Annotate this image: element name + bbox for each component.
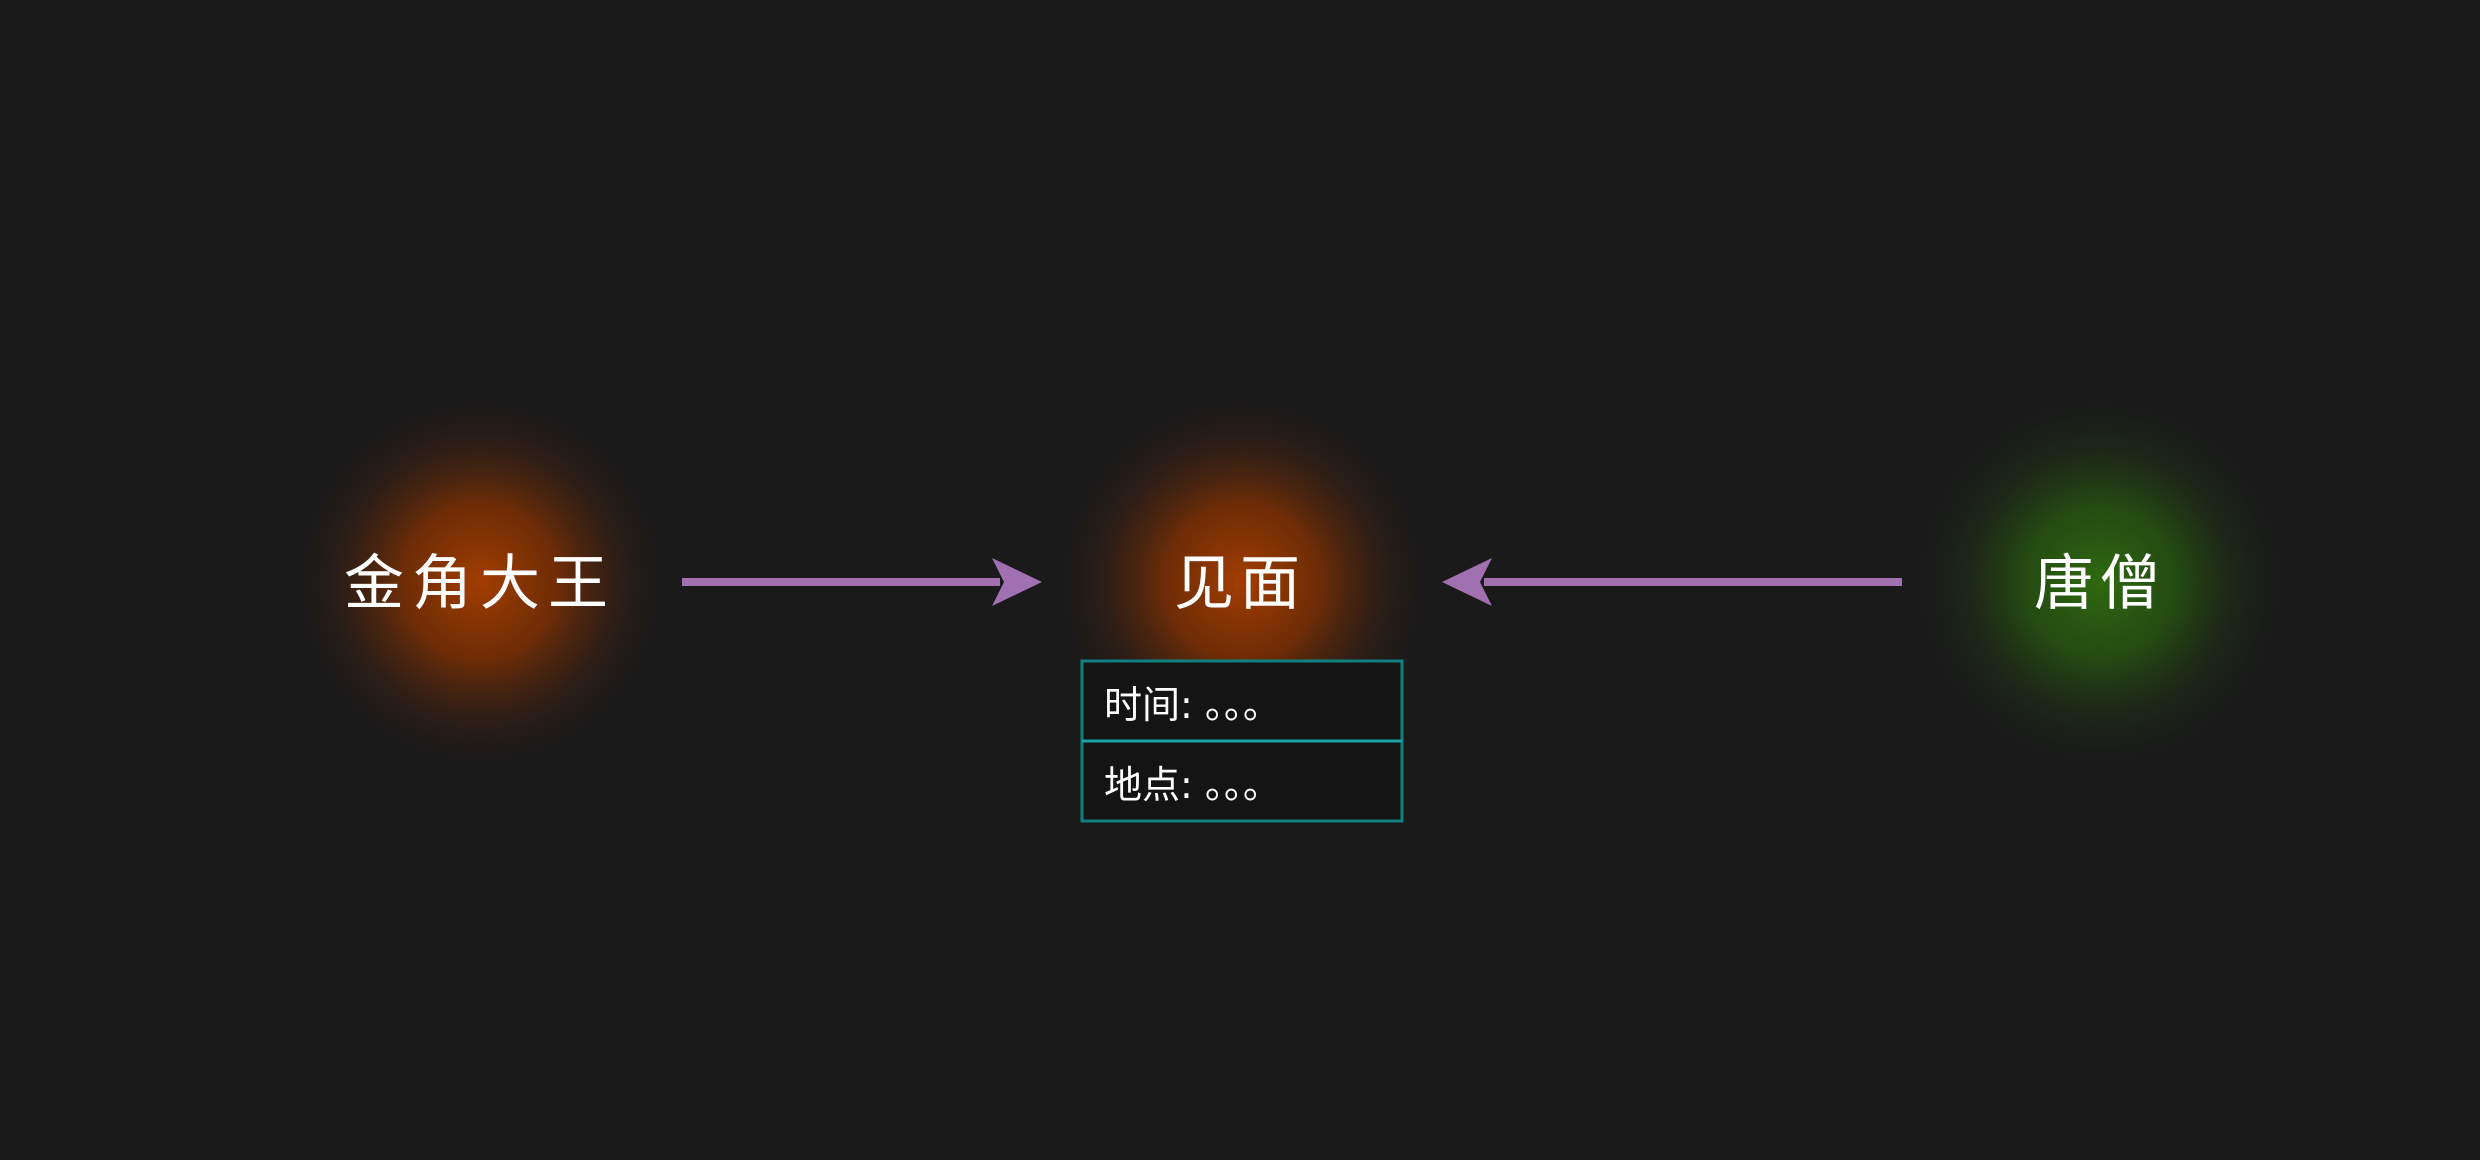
node-jinjiao-dawang[interactable]: 金角大王 [285,387,675,777]
arrow-head-icon [992,558,1042,606]
field-time: 时间: 。。。 [1104,683,1281,727]
edge-right-to-center[interactable] [1442,558,1902,606]
node-label: 见面 [1174,549,1306,619]
node-glow [1905,387,2295,777]
node-glow [285,387,675,777]
node-label: 金角大王 [344,549,616,619]
node-label: 唐僧 [2034,549,2166,619]
edge-left-to-center[interactable] [682,558,1042,606]
field-place: 地点: 。。。 [1104,763,1281,807]
event-fields-table: 时间: 。。。 地点: 。。。 [1080,659,1404,823]
arrow-head-icon [1442,558,1492,606]
node-tang-seng[interactable]: 唐僧 [1905,387,2295,777]
